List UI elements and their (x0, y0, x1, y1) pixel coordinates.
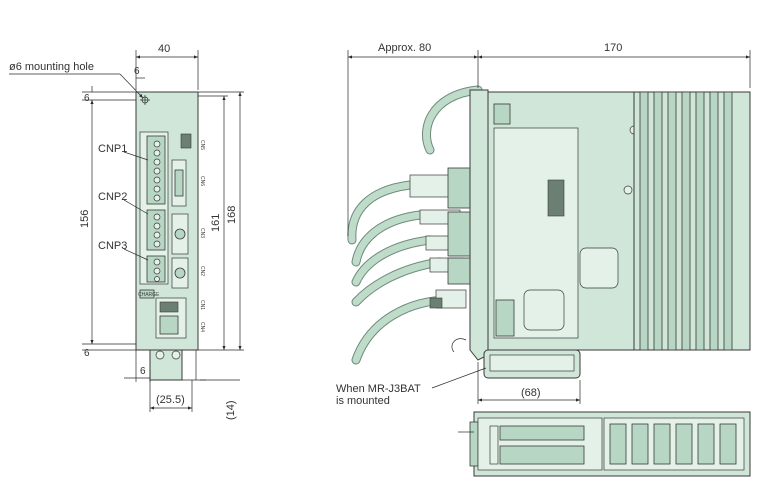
dim-68: (68) (521, 387, 541, 399)
dim-156: 156 (79, 210, 91, 228)
cnp1-terminals (146, 135, 166, 205)
dim-6-bottom: 6 (84, 348, 90, 359)
charge-label: CHARGE (138, 292, 160, 298)
dim-161: 161 (210, 214, 222, 232)
mounting-hole-label: ø6 mounting hole (9, 61, 94, 73)
dim-6-bottom-side: 6 (140, 366, 146, 377)
cn1-tag: CN1 (199, 300, 205, 310)
dim-approx-80: Approx. 80 (378, 42, 431, 54)
cnp3-terminals (146, 255, 166, 283)
front-view: CHARGE CN6 CN3 CN2 CN1 CN4 CN5 (135, 91, 205, 381)
cn5-connector (180, 133, 192, 149)
dim-6-top: 6 (134, 66, 140, 77)
cn5-tag: CN5 (199, 140, 205, 150)
cn6-tag: CN6 (199, 176, 205, 186)
heatsink (633, 91, 751, 351)
dim-6-side: 6 (84, 93, 90, 104)
dim-25-5: (25.5) (156, 394, 185, 406)
cnp1-label: CNP1 (98, 143, 127, 155)
cnp2-label: CNP2 (98, 191, 127, 203)
battery-note-line2: is mounted (336, 395, 390, 407)
dim-40: 40 (158, 43, 170, 55)
dim-168: 168 (226, 206, 238, 224)
side-dimensions: Approx. 80 170 (68) When MR-J3BAT is mou… (336, 42, 751, 407)
cnp3-label: CNP3 (98, 240, 127, 252)
battery-note-line1: When MR-J3BAT (336, 383, 421, 395)
cn3-tag: CN3 (199, 228, 205, 238)
cn4-tag: CN4 (199, 322, 205, 332)
bottom-view (458, 411, 751, 477)
charge-lamp (139, 289, 155, 299)
dim-14: (14) (225, 400, 237, 420)
dim-170: 170 (604, 42, 622, 54)
cnp2-terminals (146, 209, 166, 251)
side-view (347, 85, 751, 379)
cn2-tag: CN2 (199, 266, 205, 276)
front-dimensions: 40 6 ø6 mounting hole 6 156 6 161 168 6 (9, 43, 244, 420)
side-front-cover (469, 89, 489, 361)
